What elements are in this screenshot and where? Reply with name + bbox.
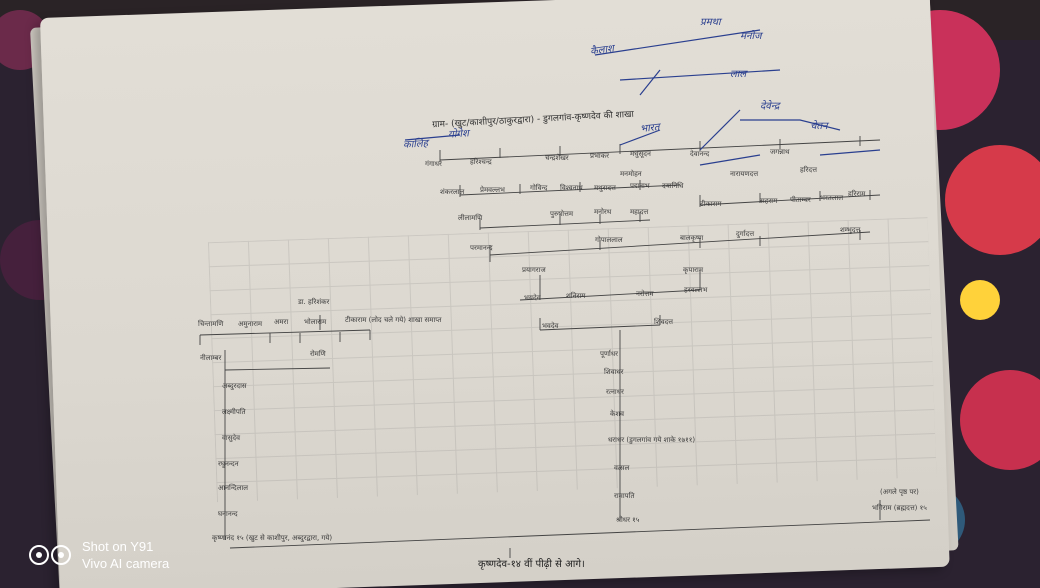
tree-node: लीलामणि [458,214,483,222]
handwritten-name: देवेन्द्र [760,101,780,112]
tree-node: हरिदत्त [800,166,817,174]
tree-node: भोलाराम [304,318,327,326]
tree-node: सहराम [760,197,778,205]
tree-node: शिवदत्त [654,318,674,326]
tree-node: गोविन्द [530,184,548,192]
tree-node: भवदेव [542,322,559,330]
tree-node: महादत्त [630,208,649,216]
tree-node: नरोत्तम [636,290,654,298]
tree-node: पुरुषोत्तम [550,210,574,218]
tree-node: भरतलाल [820,194,844,202]
camera-watermark: Shot on Y91 Vivo AI camera [28,538,169,572]
handwritten-name: चेतन [810,121,828,132]
tree-node: अमरा [274,318,289,326]
tree-node: मधुसूदन [630,150,651,158]
tree-node: मनोरथ [594,208,612,216]
tree-node: पीताम्बर [790,196,811,204]
tree-node: गोपाललाल [595,236,623,244]
tree-node: रघुनन्दन [218,460,239,468]
tree-node: शंकरलाल [440,188,465,196]
tree-node: बालकृष्ण [680,234,704,242]
tree-node: घनानन्द [218,510,238,518]
tree-node: गंगाधर [425,160,442,168]
tree-node: डा. हरिशंकर [298,298,330,306]
tree-node: मथुरादत्त [594,184,616,192]
tree-node: परमानन्द [470,244,493,252]
handwritten-name: भारत [639,122,661,135]
tree-node: चिन्तामणि [198,320,224,328]
handwritten-name: लाल [730,69,747,80]
tree-node: रत्नाधर [606,388,624,396]
handwritten-name: मनोज [740,31,762,42]
tree-node: रोमणि [310,350,326,358]
tree-node: शम्भुदत्त [840,226,861,234]
tree-node: रामापति [614,492,635,500]
tree-node: चन्द्रशेखर [545,154,569,162]
tree-node: प्रयागराज [522,266,546,274]
tree-node: शिवाधर [604,368,624,376]
page-caption: कृष्णदेव-१४ वीं पीढ़ी से आगे। [478,559,585,570]
tree-node: अब्दुरदास [222,382,247,390]
tree-node: भयदेव [524,294,541,302]
tree-node: दुर्गादत्त [736,230,755,238]
tree-node: प्रेमवल्लभ [480,186,505,194]
tree-node: नीलाम्बर [200,354,222,362]
tree-node: श्रीधर १५ [616,516,640,524]
tree-note: (अगले पृष्ठ पर) [880,488,919,496]
tree-node: प्रभाकर [590,152,609,160]
tree-node: टीकाराम (लोद चले गये) शाखा समाप्त [345,316,442,324]
watermark-line: Vivo AI camera [82,556,170,571]
tree-node: मनमोहन [620,170,642,178]
tree-node: धराधर (डुगलगांव गये शाके १७११) [608,436,696,444]
handwritten-name: योगेश [447,128,470,141]
tree-node: हरिराम [848,190,866,198]
tree-node: कृपाराम [683,266,704,274]
tree-node: वत्सल [614,464,630,472]
tree-node: केशव [610,410,625,418]
tree-node: अमुनाराम [238,320,263,328]
camera-lens-icon [29,545,71,565]
handwritten-name: प्रमथा [700,17,721,28]
tree-node: हरिश्चन्द्र [470,158,492,166]
watermark-line: Shot on Y91 [82,539,154,554]
tree-node: टीकाराम [700,200,722,208]
tree-node: आनन्दिलाल [218,484,249,492]
handwritten-name: कालिह [402,138,429,151]
tree-node: पद्मनाभ [630,182,650,190]
tree-node: दयानिधि [662,182,684,190]
tree-node: कृष्णानंद १५ (खुट से काशीपुर, अब्दुरद्वा… [212,534,333,542]
tree-node: पूर्णाधर [600,350,619,358]
tree-node: वासुदेव [222,434,241,442]
tree-node: देवानन्द [690,150,710,158]
tree-node: विश्वनाथ [560,184,583,192]
tree-node: जगन्नाथ [770,148,790,156]
tree-node: नारायणदत्त [730,170,759,178]
tree-node: लक्ष्मीपति [222,408,246,416]
tree-node: हरवल्लभ [684,286,708,294]
tree-node: शनिराम [566,292,586,300]
tree-note: भगिराम (ब्रह्मदत्त) १५ [872,504,927,512]
